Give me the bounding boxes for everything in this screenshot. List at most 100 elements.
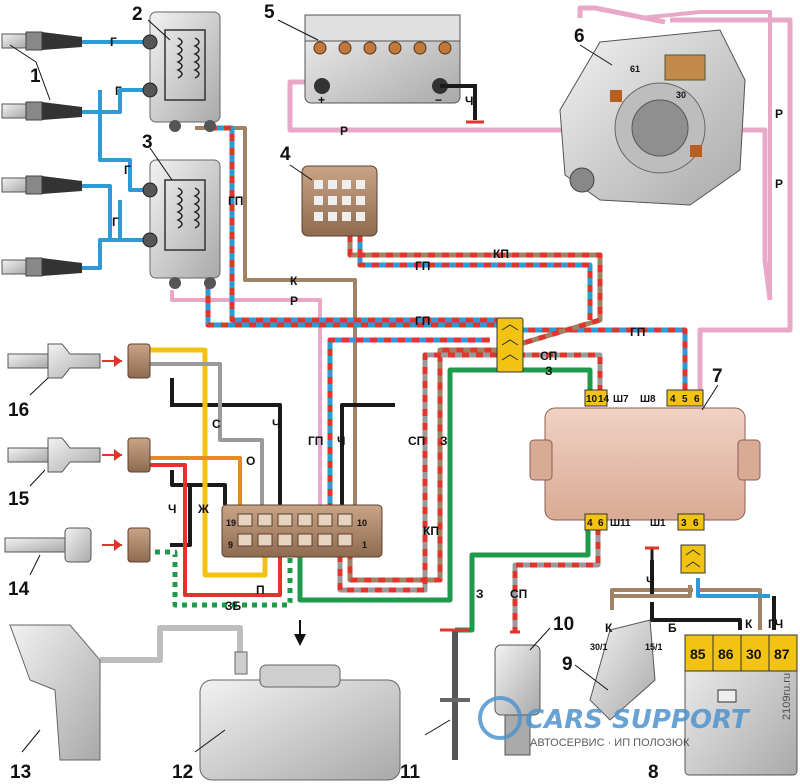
wire-blue-g: [82, 40, 150, 270]
label-gp-4: ГП: [630, 325, 645, 339]
callout-10: 10: [553, 614, 574, 635]
generator: 61 30: [559, 29, 746, 206]
label-z-2: З: [440, 434, 448, 448]
label-k-3: К: [745, 617, 753, 631]
spark-plug-4: [1, 257, 82, 277]
sh11-pin-6: 6: [598, 518, 604, 529]
harness-pin-10: 10: [357, 518, 367, 528]
label-sp-3: СП: [510, 587, 527, 601]
callout-1: 1: [30, 66, 41, 87]
label-ch-5: Ч: [646, 574, 654, 588]
gen-terminal-30: 30: [676, 90, 686, 100]
sh1-label: Ш1: [650, 518, 666, 529]
wire-relay-k: [610, 585, 692, 610]
callout-12: 12: [172, 762, 193, 783]
callout-6: 6: [574, 26, 585, 47]
label-s: С: [212, 417, 221, 431]
sh8-pin-5: 5: [682, 394, 688, 405]
harness-pin-9: 9: [228, 540, 233, 550]
label-kp-1: КП: [493, 247, 509, 261]
ignition-coil-lower: [142, 159, 221, 289]
throttle-body: [199, 620, 401, 781]
label-ch-battery: Ч: [465, 94, 473, 108]
sensor-15: [7, 437, 151, 473]
sh8-pin-4: 4: [670, 394, 676, 405]
callout-16: 16: [8, 400, 29, 421]
battery: + −: [304, 14, 484, 124]
label-g-2: Г: [115, 84, 122, 98]
callout-7: 7: [712, 366, 723, 387]
callout-8: 8: [648, 762, 659, 783]
label-zb: ЗБ: [225, 599, 242, 613]
harness-pin-1: 1: [362, 540, 367, 550]
label-g-1: Г: [110, 35, 117, 49]
label-gp-2: ГП: [415, 259, 430, 273]
wire-grey-s: [150, 362, 264, 505]
switch-terminal-30-1: 30/1: [590, 642, 608, 652]
label-ch-4: Ч: [168, 502, 176, 516]
label-z-1: З: [545, 364, 553, 378]
label-g-3: Г: [124, 163, 131, 177]
harness-pin-19: 19: [226, 518, 236, 528]
spark-plug-1: [1, 31, 82, 51]
ignition-switch: 30/1 15/1: [589, 619, 663, 721]
callout-11: 11: [400, 762, 421, 783]
sh1-pin-6: 6: [693, 518, 699, 529]
callout-15: 15: [8, 489, 30, 510]
wire-sp-striped: [337, 352, 603, 632]
wiring-harness: [82, 5, 793, 663]
sensor-14: [4, 527, 151, 563]
spark-plugs: [1, 31, 82, 277]
sh8-pin-6: 6: [694, 394, 700, 405]
callout-3: 3: [142, 132, 153, 153]
wire-b: [638, 580, 707, 641]
spark-plug-2: [1, 101, 82, 121]
label-gp-3: ГП: [415, 314, 430, 328]
label-k-2: К: [605, 621, 613, 635]
sh1-pin-3: 3: [681, 518, 687, 529]
watermark-subtitle: АВТОСЕРВИС · ИП ПОЛОЗЮК: [530, 737, 690, 749]
label-sp-2: СП: [408, 434, 425, 448]
label-r-4: Р: [775, 177, 783, 191]
label-kp-2: КП: [423, 524, 439, 538]
ignition-coil-upper: [142, 11, 221, 132]
callout-5: 5: [264, 2, 275, 23]
wire-labels: Г Г Г Г ГП К Р Р Р Р Ч КП ГП ГП ГП СП З …: [110, 35, 783, 635]
fuel-pipe: [100, 625, 243, 663]
callout-13: 13: [10, 762, 31, 783]
label-ch-2: Ч: [337, 434, 345, 448]
label-gch: ГЧ: [768, 617, 783, 631]
sh11-label: Ш11: [610, 518, 631, 529]
wire-gch: [696, 578, 770, 598]
sensor-16: [7, 343, 151, 379]
air-duct: [9, 624, 101, 761]
wire-yellow-zh: [150, 347, 268, 578]
sh7-pin-14: 14: [598, 394, 610, 405]
label-sp-1: СП: [540, 349, 557, 363]
spark-plug-3: [1, 175, 82, 195]
map-pin-icon: [478, 696, 522, 740]
label-k-1: К: [290, 274, 298, 288]
label-zh: Ж: [197, 502, 209, 516]
label-g-4: Г: [112, 215, 119, 229]
watermark-brand: CARS SUPPORT: [525, 705, 751, 735]
label-r-1: Р: [290, 294, 298, 308]
wire-red-p: [150, 463, 282, 597]
label-b: Б: [668, 621, 677, 635]
label-r-3: Р: [775, 107, 783, 121]
switch-terminal-15-1: 15/1: [645, 642, 663, 652]
watermark: CARS SUPPORT АВТОСЕРВИС · ИП ПОЛОЗЮК 210…: [478, 673, 793, 749]
sh8-label: Ш8: [640, 394, 656, 405]
relay-pin-87: 87: [774, 646, 790, 662]
relay-pin-86: 86: [718, 646, 734, 662]
diagnostic-connector: [301, 165, 378, 237]
battery-minus: −: [435, 93, 442, 107]
ecu: 10 14 Ш7 Ш8 4 5 6 4 6 Ш11 Ш1 3 6: [529, 389, 761, 531]
gen-terminal-61: 61: [630, 64, 640, 74]
label-gp-1: ГП: [228, 194, 243, 208]
battery-plus: +: [318, 93, 325, 107]
label-p: П: [256, 583, 265, 597]
label-gp-5: ГП: [308, 434, 323, 448]
